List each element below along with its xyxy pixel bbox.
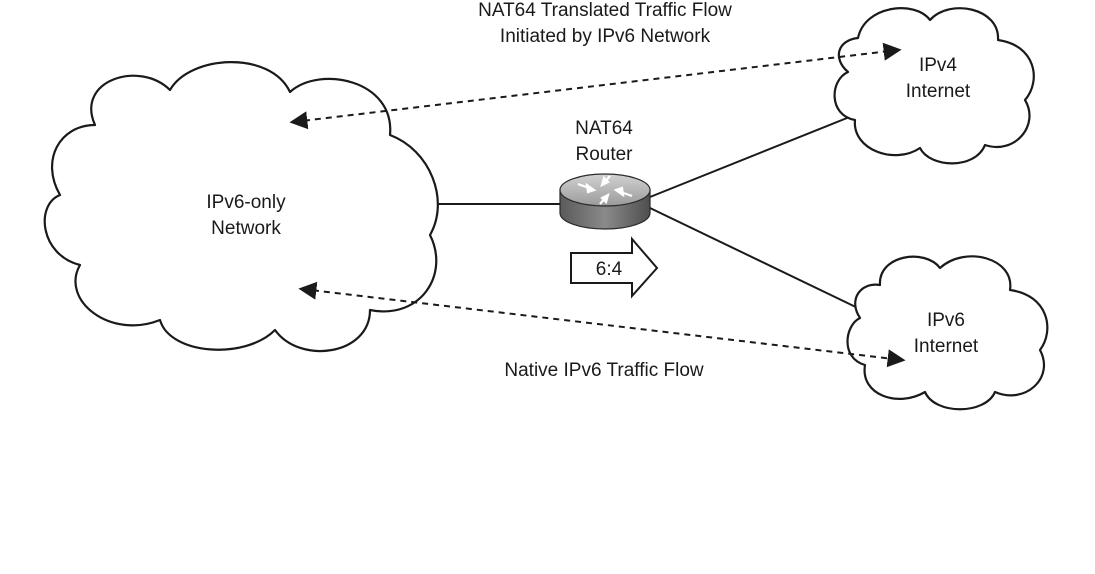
ipv6-internet-label-1: IPv6 bbox=[927, 310, 965, 331]
native-flow-label: Native IPv6 Traffic Flow bbox=[504, 360, 703, 381]
ipv6-internet-label-2: Internet bbox=[914, 336, 979, 357]
translated-flow-arrow bbox=[289, 42, 902, 130]
cloud-icon bbox=[846, 255, 1049, 411]
link-router-ipv6 bbox=[649, 207, 863, 311]
ipv4-internet-label-1: IPv4 bbox=[919, 55, 957, 76]
ipv6-only-label-1: IPv6-only bbox=[206, 192, 286, 213]
ipv6-only-label-2: Network bbox=[211, 218, 281, 239]
translation-badge: 6:4 bbox=[570, 236, 659, 299]
translated-flow-label-1: NAT64 Translated Traffic Flow bbox=[478, 0, 732, 21]
router-label-2: Router bbox=[575, 144, 633, 165]
ipv4-internet-label-2: Internet bbox=[906, 81, 971, 102]
nat64-router: NAT64 Router bbox=[559, 118, 651, 230]
translated-flow-label-2: Initiated by IPv6 Network bbox=[500, 26, 711, 47]
native-flow-arrow bbox=[298, 281, 906, 368]
router-label-1: NAT64 bbox=[575, 118, 633, 139]
translation-badge-label: 6:4 bbox=[596, 259, 623, 280]
ipv6-only-network-cloud: IPv6-only Network bbox=[43, 61, 439, 353]
ipv4-internet-cloud: IPv4 Internet bbox=[833, 7, 1035, 165]
ipv6-internet-cloud: IPv6 Internet bbox=[846, 255, 1049, 411]
router-icon bbox=[559, 173, 651, 230]
link-router-ipv4 bbox=[649, 115, 853, 198]
